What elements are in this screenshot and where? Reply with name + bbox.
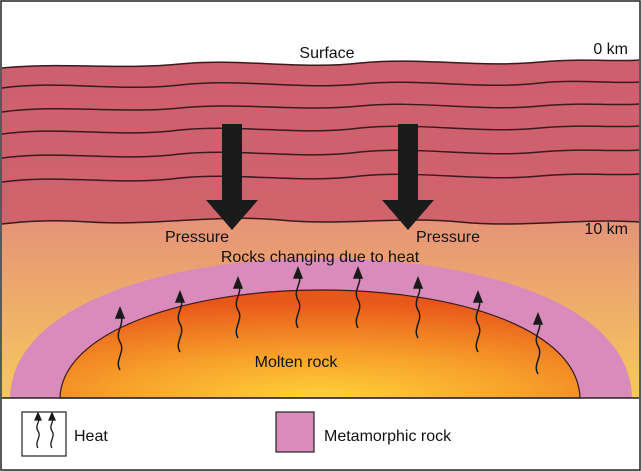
pressure-arrow-left <box>206 124 258 230</box>
heat-arrow-icon <box>532 311 544 375</box>
wavy-heat-arrows-icon <box>34 411 56 449</box>
legend: Heat Metamorphic rock <box>21 411 452 457</box>
heat-arrow-icon <box>412 275 424 339</box>
pressure-arrow-right <box>382 124 434 230</box>
molten-rock-dome <box>59 289 581 399</box>
legend-metamorphic-swatch <box>275 411 315 453</box>
depth-top-label: 0 km <box>593 41 628 58</box>
strata-lines <box>1 59 640 225</box>
legend-heat-box <box>21 411 67 457</box>
heat-arrow-icon <box>232 275 244 339</box>
strata-layers <box>2 60 639 224</box>
down-arrow-icon <box>206 124 258 230</box>
pressure-label-left: Pressure <box>165 229 229 246</box>
heat-arrow-icon <box>292 265 304 329</box>
heat-arrow-icon <box>472 289 484 353</box>
heat-arrows <box>114 265 544 375</box>
heat-arrow-icon <box>352 265 364 329</box>
metamorphic-zone-label: Rocks changing due to heat <box>221 249 420 266</box>
legend-metamorphic-label: Metamorphic rock <box>324 428 452 445</box>
depth-bottom-label: 10 km <box>584 221 628 238</box>
heat-arrow-icon <box>114 305 126 371</box>
down-arrow-icon <box>382 124 434 230</box>
surface-label: Surface <box>299 45 354 62</box>
legend-heat-label: Heat <box>74 428 108 445</box>
molten-rock-label: Molten rock <box>255 354 339 371</box>
heat-arrow-icon <box>174 289 186 353</box>
pressure-label-right: Pressure <box>416 229 480 246</box>
